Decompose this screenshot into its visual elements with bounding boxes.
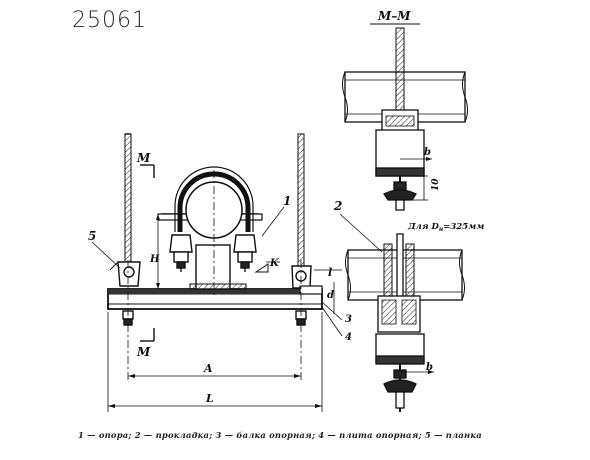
weld-K: K (269, 258, 280, 269)
section-mm-variant (339, 213, 465, 412)
left-hanger-rod (124, 133, 132, 265)
section-mm-top (342, 23, 468, 211)
callout-1: 1 (283, 194, 291, 208)
right-clamp-nut (233, 234, 257, 272)
callout-4: 4 (345, 332, 352, 343)
front-view (91, 133, 343, 412)
base-plate (299, 285, 323, 295)
dim-L: L (205, 392, 214, 405)
variant-note: Для Dн=325мм (407, 222, 484, 233)
drawing-number: 25061 (72, 8, 147, 33)
section-mark-top: M (136, 151, 151, 165)
dim-b-top: b (424, 147, 431, 158)
dim-10: 10 (431, 178, 441, 191)
dim-H: H (149, 254, 160, 265)
support-body (195, 244, 231, 290)
callout-5: 5 (88, 229, 96, 243)
callout-2: 2 (333, 199, 342, 213)
dim-d: d (327, 290, 334, 301)
legend-caption: 1 — опора; 2 — прокладка; 3 — балка опор… (78, 430, 482, 440)
dim-b-bottom: b (426, 362, 433, 373)
right-hanger-rod (297, 133, 305, 270)
left-clamp-nut (169, 234, 193, 272)
dim-l: l (328, 266, 332, 279)
callout-3: 3 (345, 314, 352, 325)
section-title: M–M (377, 9, 411, 23)
section-mark-bottom: M (136, 345, 151, 359)
dim-A: A (203, 362, 213, 375)
